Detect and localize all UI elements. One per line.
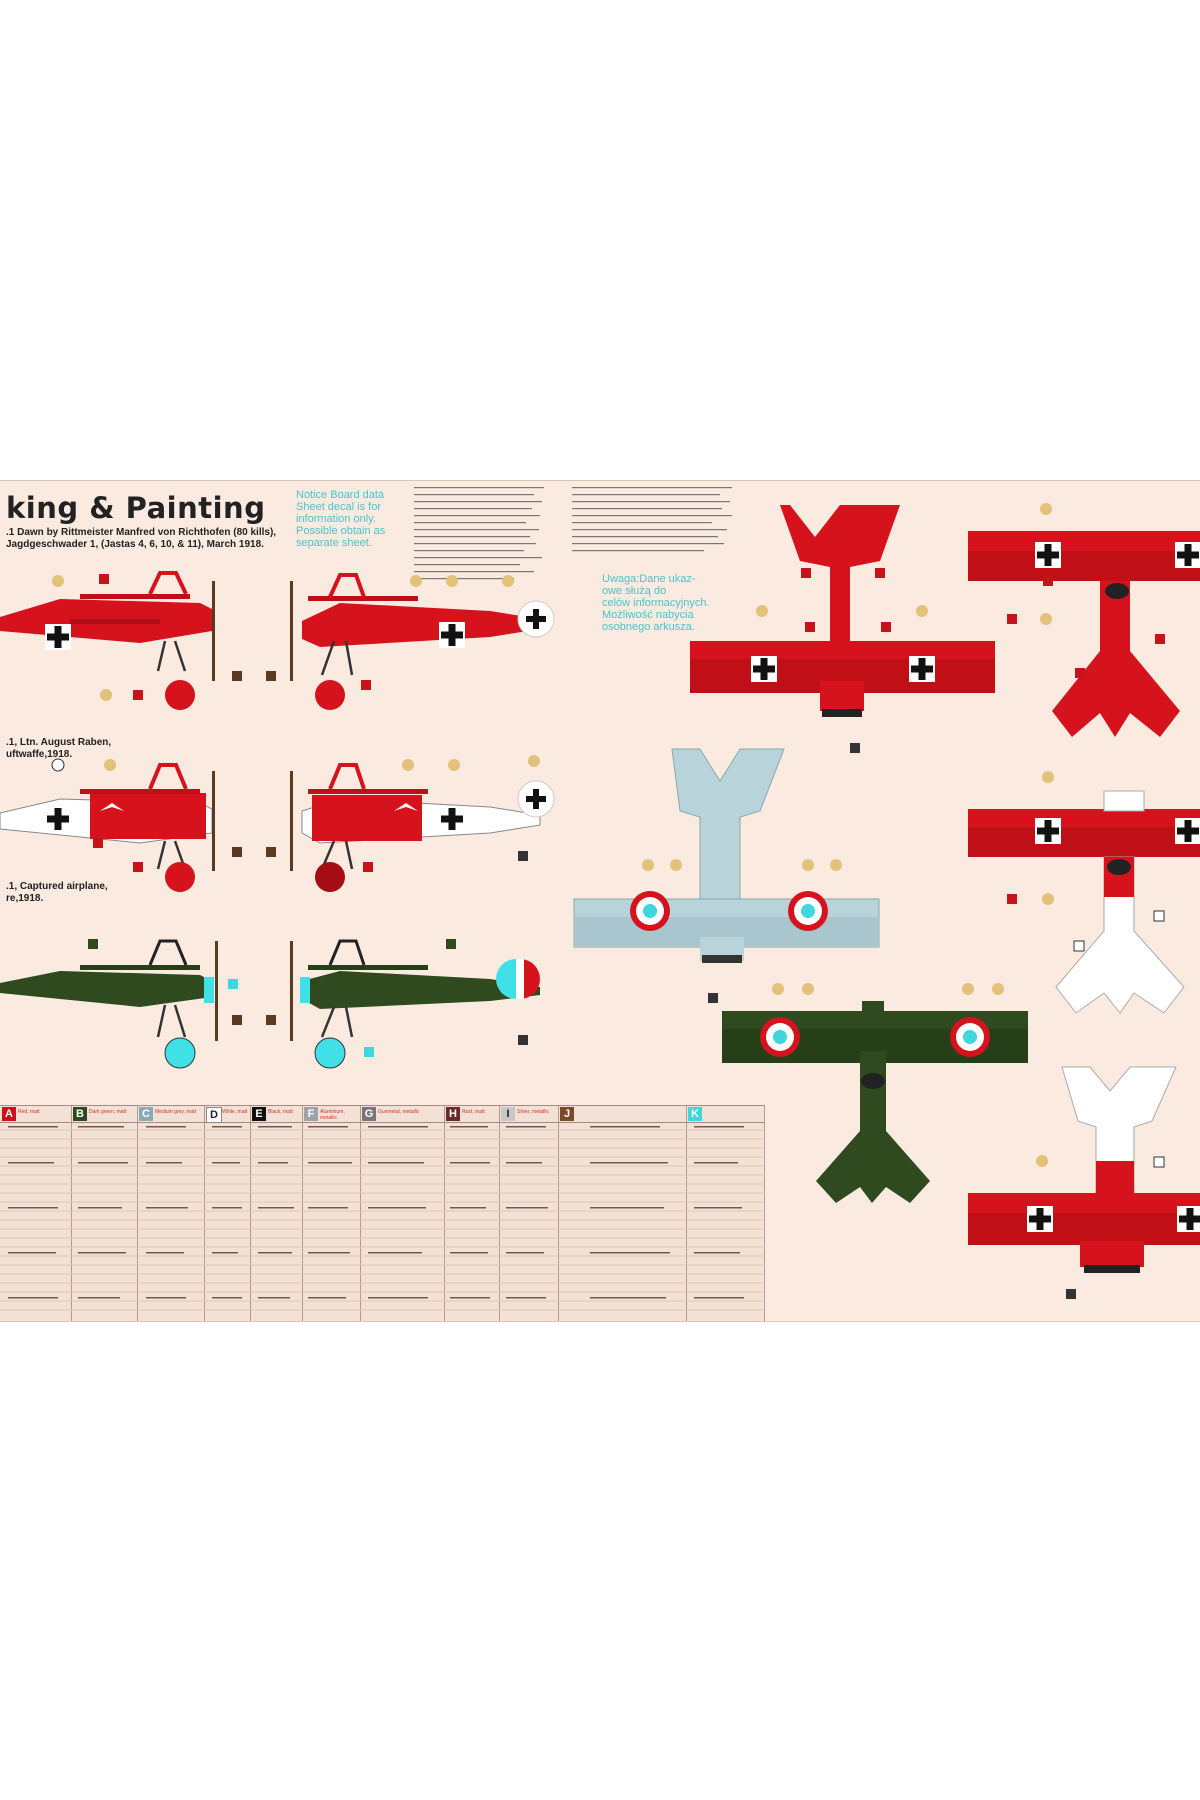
legend-letter-b: B [73,1107,87,1121]
profile-green-left [0,939,218,1069]
profile-red-left [0,571,215,710]
legend-letter-d: D [206,1107,222,1123]
caption-version-2: .1, Ltn. August Raben, uftwaffe,1918. [6,737,112,760]
top-view-whitetail-right [968,1066,1200,1273]
instruction-text-block [414,487,732,580]
legend-col-j: J [558,1106,687,1321]
topview-markers [642,503,1165,1299]
legend-letter-i: I [501,1107,515,1121]
caption-version-3: .1, Captured airplane, re,1918. [6,881,108,904]
legend-letter-c: C [139,1107,153,1121]
aircraft-drawings [0,487,1200,1299]
notice-note-pl: Uwaga:Dane ukaz- owe służą do celów info… [602,573,710,633]
top-view-green-center [722,1001,1028,1203]
profile-green-right [290,939,540,1069]
marker-tags [51,574,540,1057]
sheet-title: king & Painting [6,491,266,525]
notice-note-en: Notice Board data Sheet decal is for inf… [296,489,386,549]
caption-version-1: .1 Dawn by Rittmeister Manfred von Richt… [6,527,277,550]
profile-red-right [290,573,555,710]
legend-letter-j: J [560,1107,574,1121]
profile-white-right [290,763,555,892]
top-view-redwhite-right [968,790,1200,1014]
legend-letter-a: A [2,1107,16,1121]
legend-letter-h: H [446,1107,460,1121]
top-view-red-center [690,505,995,717]
top-view-red-right [968,531,1200,737]
profile-white-left [0,763,215,892]
legend-letter-f: F [304,1107,318,1121]
legend-col-k: K [686,1106,765,1321]
legend-letter-g: G [362,1107,376,1121]
legend-letter-k: K [688,1107,702,1121]
decal-sheet: king & Painting .1 Dawn by Rittmeister M… [0,480,1200,1322]
legend-letter-e: E [252,1107,266,1121]
legend-rows [0,1126,765,1311]
top-view-blue-center [573,748,880,963]
